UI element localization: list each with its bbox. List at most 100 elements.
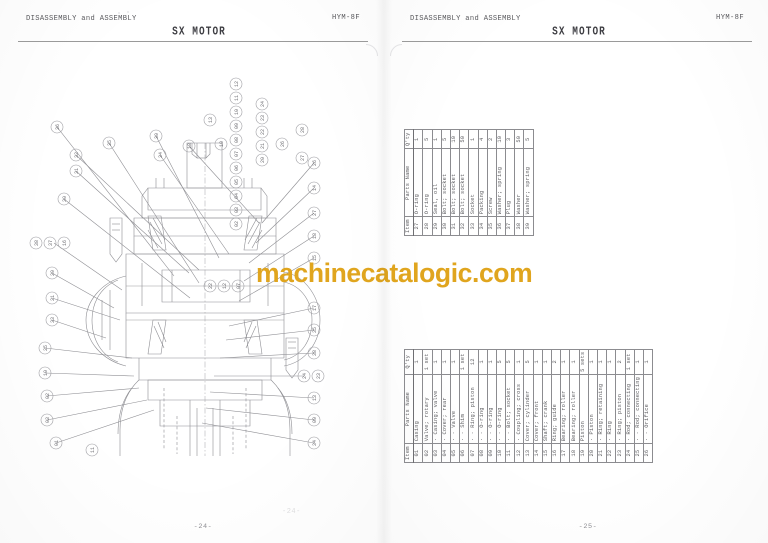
cell-item: 09 (487, 443, 497, 463)
svg-text:21: 21 (50, 295, 56, 301)
cell-item: 26 (643, 443, 653, 463)
sx-motor-drawing: 12 11 10 09 08 07 06 05 04 03 02 24 23 2… (14, 58, 370, 458)
svg-text:12: 12 (222, 283, 228, 289)
svg-text:34: 34 (312, 440, 318, 446)
cell-item: 13 (523, 443, 534, 463)
svg-text:26: 26 (280, 141, 286, 147)
cell-name: Washer; spring (496, 148, 506, 217)
svg-text:16: 16 (62, 240, 68, 246)
page-left: DISASSEMBLY and ASSEMBLY HYM-8F SX MOTOR (0, 0, 384, 543)
cell-qty: 1 (588, 349, 598, 375)
svg-text:20: 20 (260, 157, 266, 163)
svg-text:22: 22 (208, 283, 214, 289)
svg-text:02: 02 (234, 221, 240, 227)
cell-name: · Coupling; cross (514, 374, 524, 444)
svg-text:33: 33 (50, 317, 56, 323)
cell-qty: 12 (468, 349, 478, 375)
svg-text:27: 27 (312, 210, 318, 216)
cell-name: Bolt; socket (459, 148, 469, 217)
svg-text:24: 24 (302, 373, 308, 379)
svg-text:19: 19 (219, 141, 225, 147)
cell-item: 29 (432, 216, 442, 236)
col-parts-name: Parts Name (404, 374, 414, 444)
col-qty: Q'ty (404, 349, 414, 375)
svg-text:18: 18 (187, 143, 193, 149)
page-number-left: -24- (193, 523, 213, 531)
cell-qty: 10 (450, 129, 460, 149)
svg-text:38: 38 (312, 350, 318, 356)
cell-name: Bearing; roller (569, 374, 580, 444)
cell-item: 19 (579, 443, 589, 463)
svg-text:32: 32 (74, 152, 80, 158)
cell-name: Screw (487, 148, 497, 217)
cell-qty: 1 (441, 349, 451, 375)
cell-item: 18 (569, 443, 580, 463)
cell-qty: 1 (569, 349, 580, 375)
cell-item: 22 (606, 443, 616, 463)
cell-name: · · O-ring (496, 374, 506, 444)
page-title: SX MOTOR (172, 24, 226, 39)
header-divider (402, 41, 752, 42)
cell-item: 23 (615, 443, 625, 463)
svg-text:05: 05 (234, 179, 240, 185)
table-header-row: Item Parts Name Q'ty (404, 349, 414, 463)
cell-qty: 5 (496, 349, 506, 375)
cell-qty: 2 (615, 349, 625, 375)
svg-text:11: 11 (234, 95, 240, 101)
header-left-label: DISASSEMBLY and ASSEMBLY (26, 15, 137, 23)
cell-name: · · O-ring (478, 374, 488, 444)
cell-item: 15 (542, 443, 552, 463)
cell-name: · Ring; retaining (597, 374, 607, 444)
cell-qty: 5 (422, 129, 433, 149)
cell-item: 37 (505, 216, 515, 236)
cell-qty: 1 (478, 349, 488, 375)
cell-qty: 5 (523, 349, 534, 375)
cell-item: 04 (441, 443, 451, 463)
cell-item: 07 (468, 443, 478, 463)
cell-name: · · O-ring (487, 374, 497, 444)
cell-name: · · Ring; piston (468, 374, 478, 444)
cell-item: 34 (478, 216, 488, 236)
svg-text:21: 21 (260, 143, 266, 149)
page-curl-mark (390, 44, 414, 68)
cell-item: 27 (413, 216, 423, 236)
cell-qty: 2 (487, 129, 497, 149)
svg-text:24: 24 (260, 101, 266, 107)
svg-text:28: 28 (300, 127, 306, 133)
col-item: Item (404, 216, 414, 236)
cell-qty: 50 (459, 129, 469, 149)
cell-item: 12 (514, 443, 524, 463)
svg-text:25: 25 (43, 345, 49, 351)
header-right-label: HYM-8F (716, 14, 744, 22)
svg-text:37: 37 (48, 240, 54, 246)
cell-name: Valve; rotary (422, 374, 433, 444)
cell-item: 36 (496, 216, 506, 236)
cell-qty: 1 (514, 349, 524, 375)
ghost-page-number: -24- (282, 508, 301, 516)
cell-name: Plug (505, 148, 515, 217)
cell-name: · · Shim (459, 374, 469, 444)
page-title: SX MOTOR (552, 24, 606, 39)
cell-item: 30 (441, 216, 451, 236)
